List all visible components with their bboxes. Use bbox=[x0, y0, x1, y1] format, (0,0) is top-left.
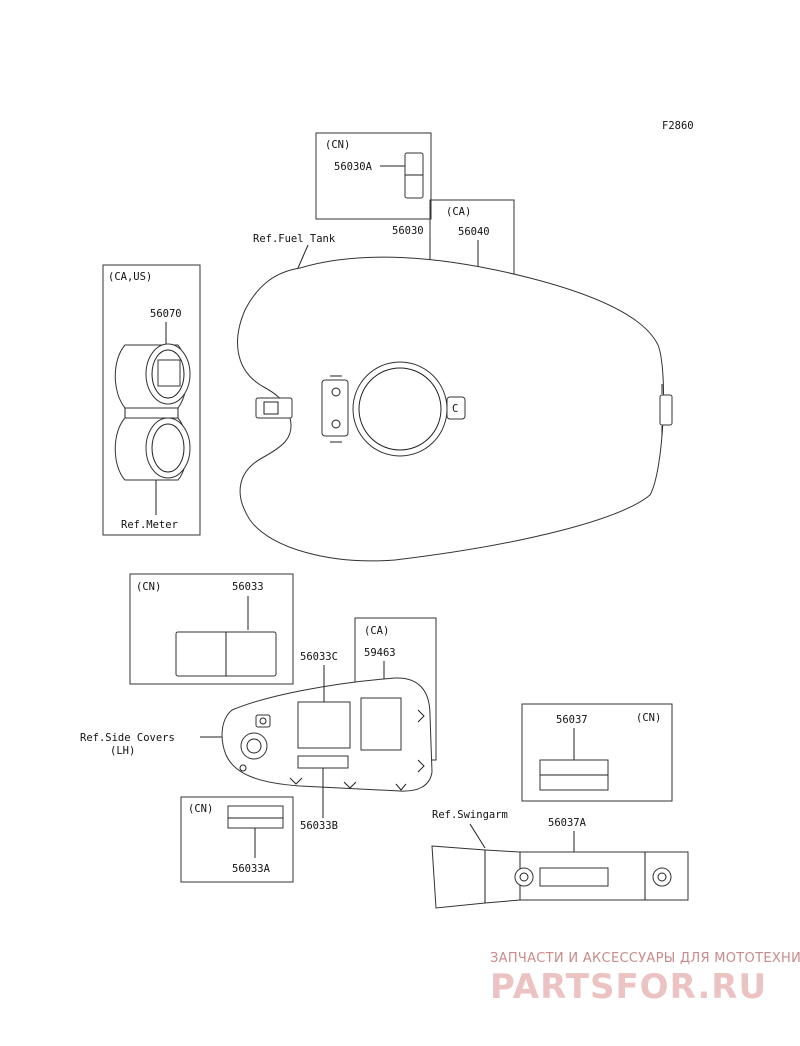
label-sticker-56033C[interactable] bbox=[297, 701, 351, 749]
tank-cap-letter: C bbox=[452, 403, 458, 415]
watermark: ЗАПЧАСТИ И АКСЕССУАРЫ ДЛЯ МОТОТЕХНИКИ PA… bbox=[490, 951, 800, 1007]
region-label-ca-top: (CA) bbox=[446, 206, 471, 218]
cap-hinge-bracket bbox=[321, 375, 349, 443]
label-sticker-56070[interactable] bbox=[157, 359, 181, 387]
ref-fuel-tank-label: Ref.Fuel Tank bbox=[253, 233, 336, 245]
part-number-56033B[interactable]: 56033B bbox=[300, 820, 338, 832]
region-label-ca-mid: (CA) bbox=[364, 625, 389, 637]
part-number-56033A[interactable]: 56033A bbox=[232, 863, 271, 875]
tank-c-tab: C bbox=[446, 396, 466, 420]
cn-box-56030A: (CN) 56030A bbox=[315, 132, 432, 220]
part-number-56070[interactable]: 56070 bbox=[150, 308, 182, 320]
region-label-cn-top: (CN) bbox=[325, 139, 350, 151]
label-sticker-59463[interactable] bbox=[360, 697, 402, 751]
figure-code: F2860 bbox=[662, 120, 694, 132]
part-number-56040[interactable]: 56040 bbox=[458, 226, 490, 238]
part-number-56030A[interactable]: 56030A bbox=[334, 161, 373, 173]
tank-rear-mount bbox=[255, 397, 293, 419]
part-number-56030[interactable]: 56030 bbox=[392, 225, 424, 237]
ref-meter-label: Ref.Meter bbox=[121, 519, 178, 531]
part-number-56037A[interactable]: 56037A bbox=[548, 817, 587, 829]
region-label-cn-mid: (CN) bbox=[136, 581, 161, 593]
watermark-subtitle: ЗАПЧАСТИ И АКСЕССУАРЫ ДЛЯ МОТОТЕХНИКИ bbox=[490, 951, 800, 966]
part-number-56037[interactable]: 56037 bbox=[556, 714, 588, 726]
part-number-56033C[interactable]: 56033C bbox=[300, 651, 338, 663]
region-label-cn-low: (CN) bbox=[188, 803, 213, 815]
side-covers-lh-label: (LH) bbox=[110, 745, 135, 757]
label-sticker-56037A[interactable] bbox=[539, 867, 609, 887]
label-sticker-56033A[interactable] bbox=[227, 805, 284, 829]
fuel-cap-ring bbox=[352, 361, 448, 457]
ref-swingarm-label: Ref.Swingarm bbox=[432, 809, 508, 821]
region-label-cn-right: (CN) bbox=[636, 712, 661, 724]
meter-box-56070: (CA,US) 56070 Ref.Meter bbox=[102, 264, 201, 536]
cn-box-56037: 56037 (CN) bbox=[521, 703, 673, 802]
ref-side-covers-label: Ref.Side Covers bbox=[80, 732, 175, 744]
cn-box-56033: (CN) 56033 bbox=[129, 573, 294, 685]
part-number-56033[interactable]: 56033 bbox=[232, 581, 264, 593]
label-sticker-56033B[interactable] bbox=[297, 755, 349, 769]
side-cover-grommet bbox=[240, 732, 268, 760]
region-label-ca-us: (CA,US) bbox=[108, 271, 152, 283]
part-number-59463[interactable]: 59463 bbox=[364, 647, 396, 659]
watermark-brand: PARTSFOR.RU bbox=[490, 967, 767, 1007]
tank-front-mount bbox=[659, 384, 673, 436]
cn-box-56033A: (CN) 56033A bbox=[180, 796, 294, 883]
